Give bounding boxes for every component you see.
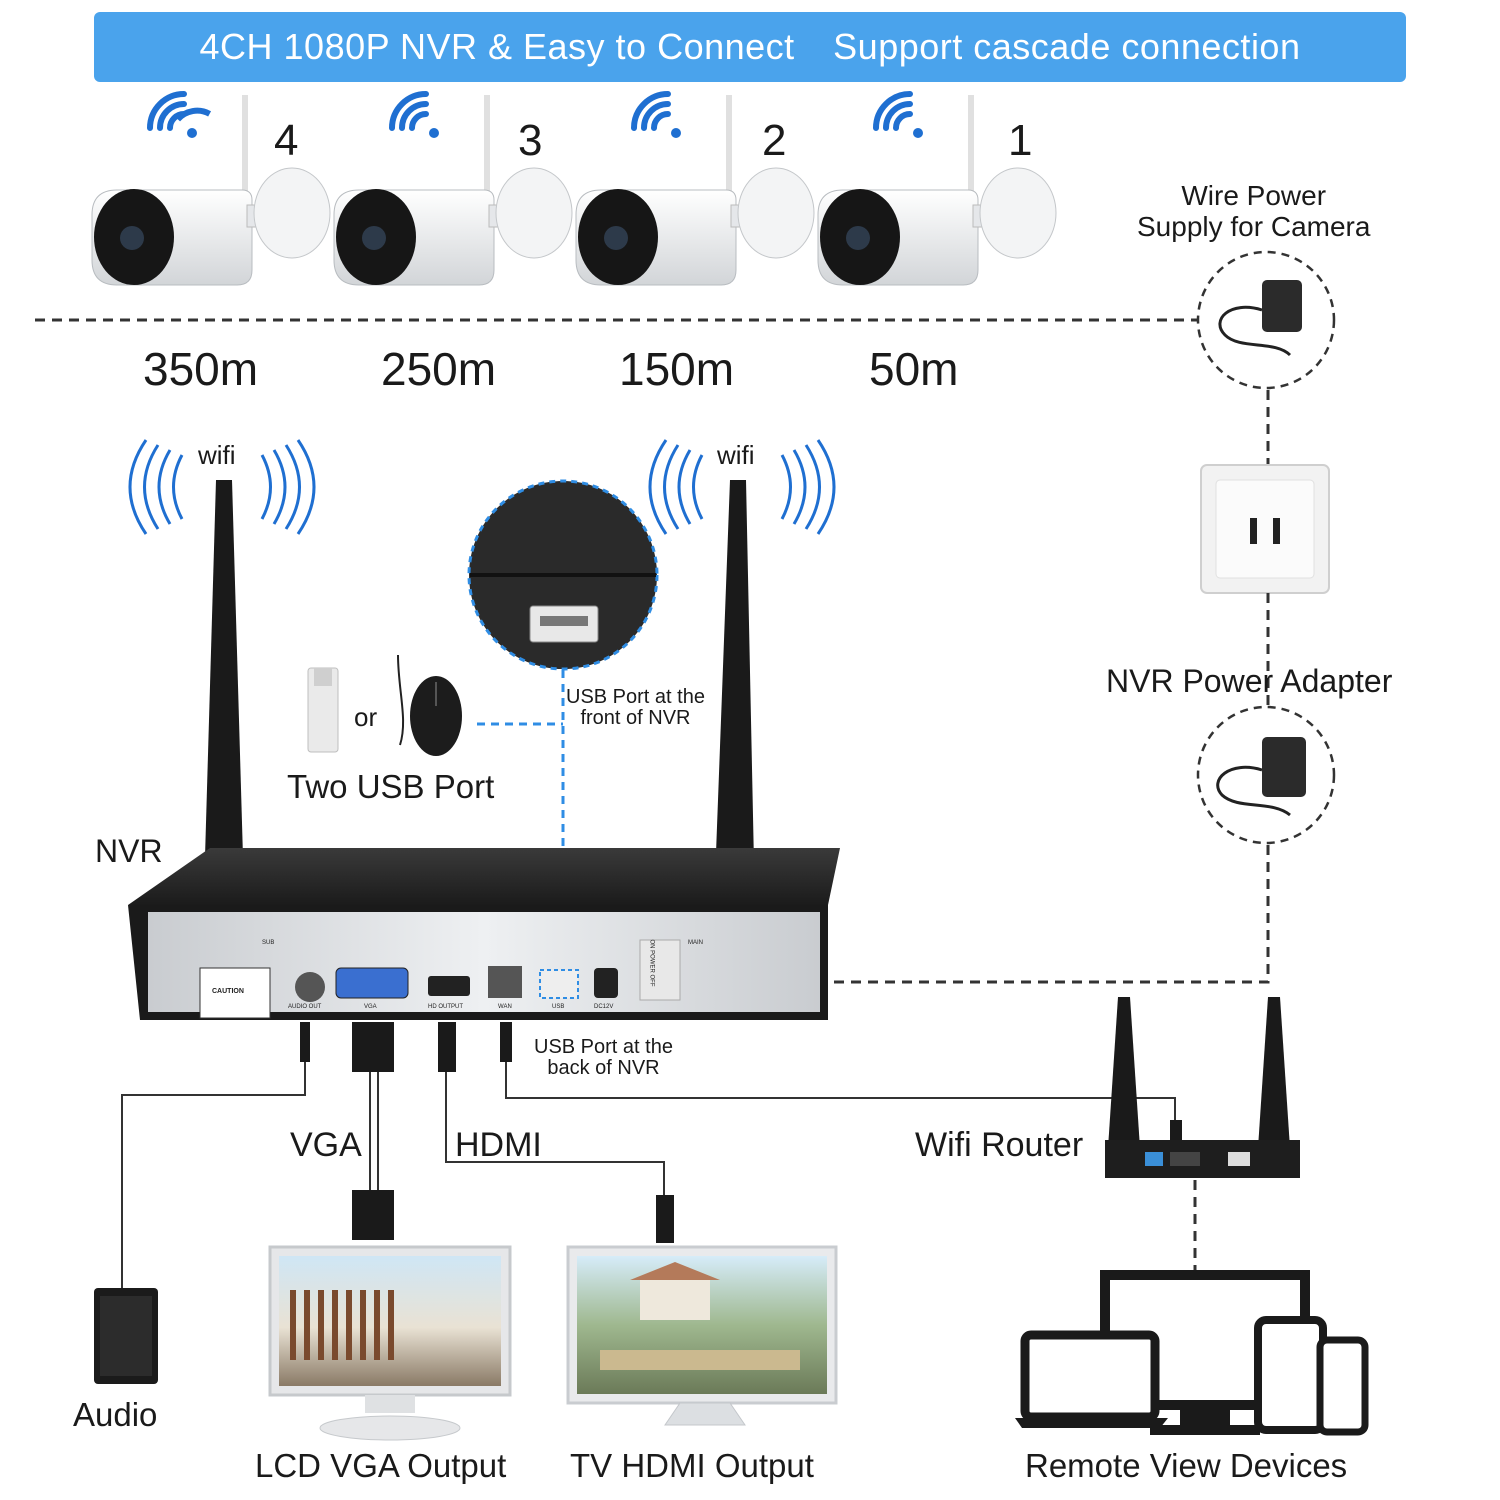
two-usb-port-label: Two USB Port	[287, 768, 495, 805]
audio-label: Audio	[73, 1396, 158, 1433]
camera-1	[817, 95, 1057, 286]
banner-subtitle: Support cascade connection	[833, 26, 1301, 67]
distance-label-3: 250m	[381, 343, 497, 395]
audio-out-port-label: AUDIO OUT	[288, 1004, 322, 1010]
header-banner: 4CH 1080P NVR & Easy to Connect Support …	[94, 12, 1406, 82]
speaker-icon	[94, 1288, 158, 1384]
vga-cable-label: VGA	[290, 1126, 362, 1164]
lcd-monitor-icon	[268, 1245, 512, 1441]
main-antenna-label: MAIN	[688, 940, 703, 946]
wire-power-label: Wire Power Supply for Camera	[1137, 180, 1371, 242]
usb-port-label: USB	[552, 1004, 565, 1010]
wifi-label-left: wifi	[198, 440, 236, 470]
sub-antenna-label: SUB	[262, 940, 275, 946]
dc12v-port-label: DC12V	[594, 1004, 614, 1010]
camera-number-3: 3	[518, 116, 543, 165]
camera-icon	[817, 95, 1057, 286]
distance-label-1: 50m	[869, 343, 959, 395]
camera-icon	[575, 95, 815, 286]
camera-number-4: 4	[274, 116, 299, 165]
nvr-device	[128, 848, 840, 1020]
vga-port-label: VGA	[364, 1004, 377, 1010]
nvr-label: NVR	[95, 833, 163, 869]
nvr-wifi-arcs	[128, 439, 836, 535]
mouse-icon	[397, 654, 462, 756]
tv-icon	[566, 1245, 838, 1426]
wifi-label-right: wifi	[717, 440, 755, 470]
or-label: or	[354, 702, 378, 732]
remote-view-devices-label: Remote View Devices	[1025, 1447, 1348, 1484]
camera-number-2: 2	[762, 116, 787, 165]
usb-front-label: USB Port at the front of NVR	[566, 686, 705, 729]
camera-4	[91, 95, 331, 286]
wifi-signal-icon	[913, 128, 923, 138]
wifi-router-label: Wifi Router	[915, 1126, 1084, 1164]
wifi-signal-icon	[429, 128, 439, 138]
usb-back-label: USB Port at the back of NVR	[534, 1036, 673, 1079]
wall-outlet-icon	[1200, 464, 1330, 594]
caution-label: CAUTION	[212, 988, 244, 995]
tv-hdmi-output-label: TV HDMI Output	[570, 1447, 814, 1484]
camera-number-1: 1	[1008, 116, 1033, 165]
distance-label-4: 350m	[143, 343, 259, 395]
usb-front-zoom-icon	[467, 479, 659, 671]
camera-wifi-arcs	[147, 91, 913, 131]
distance-label-2: 150m	[619, 343, 735, 395]
usb-flash-drive-icon	[307, 667, 339, 753]
remote-view-devices-icon	[1015, 1270, 1369, 1436]
nvr-power-adapter-icon	[1196, 705, 1336, 845]
camera-icon	[91, 95, 331, 286]
hdmi-cable-label: HDMI	[455, 1126, 542, 1164]
camera-power-adapter-icon	[1196, 250, 1336, 390]
hd-output-port-label: HD OUTPUT	[428, 1004, 463, 1010]
wifi-signal-icon	[671, 128, 681, 138]
banner-title: 4CH 1080P NVR & Easy to Connect	[199, 26, 795, 67]
wifi-signal-icon	[175, 107, 212, 138]
camera-2	[575, 95, 815, 286]
lcd-vga-output-label: LCD VGA Output	[255, 1447, 507, 1484]
connector-icons	[300, 1022, 1182, 1243]
wan-port-label: WAN	[498, 1004, 512, 1010]
camera-3	[333, 95, 573, 286]
wifi-router-icon	[1105, 997, 1300, 1178]
power-switch-label: ON POWER OFF	[648, 939, 655, 987]
camera-icon	[333, 95, 573, 286]
nvr-power-adapter-label: NVR Power Adapter	[1106, 663, 1393, 699]
